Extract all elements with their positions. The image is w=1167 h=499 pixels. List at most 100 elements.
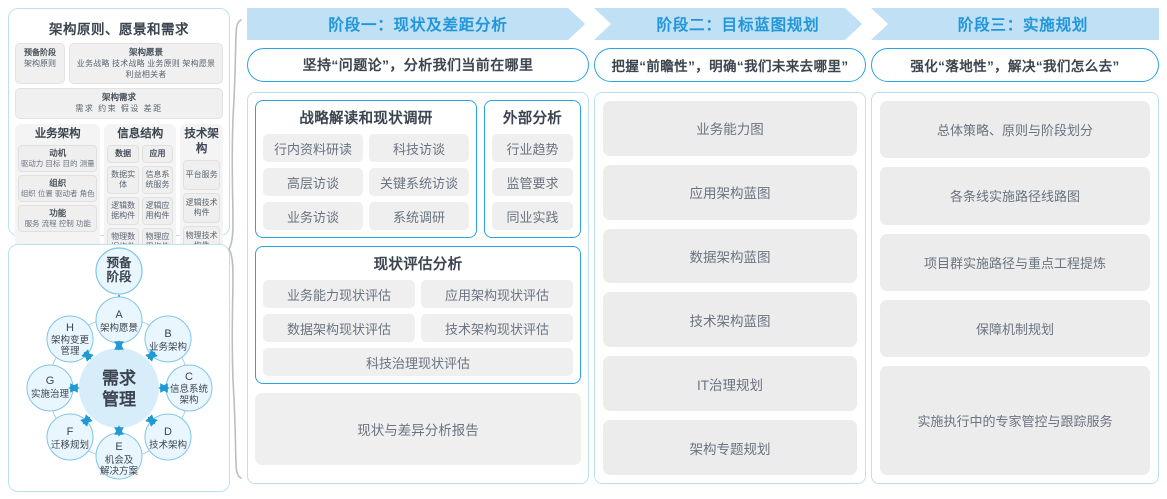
research-chip[interactable]: 系统调研 xyxy=(369,202,469,230)
implementation-chip[interactable]: 各条线实施路径线路图 xyxy=(880,167,1150,225)
strategy-research-title: 战略解读和现状调研 xyxy=(299,111,433,127)
assessment-chips: 业务能力现状评估 应用架构现状评估 数据架构现状评估 技术架构现状评估 科技治理… xyxy=(263,280,573,376)
phase-3-banner: 阶段三：实施规划 xyxy=(871,8,1159,40)
business-item-detail: 服务 流程 控制 功能 xyxy=(24,219,91,228)
framework-business-column: 业务架构 动机 驱动力 目标 目的 测量 组织 组织 位置 驱动者 角色 功能 … xyxy=(15,124,101,262)
strategy-research-chips: 行内资料研读 科技访谈 高层访谈 关键系统访谈 业务访谈 系统调研 xyxy=(263,134,469,230)
business-item: 组织 组织 位置 驱动者 角色 xyxy=(18,175,98,202)
adm-center-circle xyxy=(79,348,159,428)
framework-requirements-head: 架构需求 xyxy=(101,92,136,102)
framework-top-row: 预备阶段 架构原则 架构愿景 业务战略 技术战略 业务原则 架构愿景 利益相关者 xyxy=(15,43,223,84)
adm-node-c-label2: 架构 xyxy=(179,394,198,406)
external-chip[interactable]: 行业趋势 xyxy=(492,134,573,162)
external-analysis-card[interactable]: 外部分析 行业趋势 监管要求 同业实践 xyxy=(484,100,581,238)
framework-requirements-sub: 需求 约束 假设 差距 xyxy=(75,104,163,113)
phase-2-subtitle: 把握“前瞻性”，明确“我们未来去哪里” xyxy=(594,48,866,82)
business-item-title: 功能 xyxy=(49,208,67,218)
chevron-left-notch-icon xyxy=(871,8,889,40)
framework-technology-column: 技术架构 平台服务 逻辑技术构件 物理技术构件 xyxy=(180,124,223,262)
external-analysis-title: 外部分析 xyxy=(502,111,563,127)
blueprint-chip[interactable]: 数据架构蓝图 xyxy=(603,228,857,284)
blueprint-chip[interactable]: 应用架构蓝图 xyxy=(603,164,857,220)
phase-2-banner: 阶段二：目标蓝图规划 xyxy=(594,8,867,40)
implementation-chip[interactable]: 项目群实施路径与重点工程提炼 xyxy=(880,233,1150,291)
implementation-chip[interactable]: 总体策略、原则与阶段划分 xyxy=(880,101,1150,159)
research-chip[interactable]: 高层访谈 xyxy=(263,168,363,196)
adm-node-a-label: 架构愿景 xyxy=(100,322,138,334)
assessment-chip-wide[interactable]: 科技治理现状评估 xyxy=(263,348,573,376)
chevron-right-icon xyxy=(845,8,867,40)
brace-svg xyxy=(228,19,242,479)
chevron-left-notch-icon xyxy=(594,8,612,40)
framework-vision-sub: 业务战略 技术战略 业务原则 架构愿景 利益相关者 xyxy=(76,59,216,79)
adm-node-f-label: 迁移规划 xyxy=(51,439,89,451)
adm-cycle-card: 预备 阶段 需求 管理 A 架构愿景 B 业务架构 C xyxy=(8,244,230,492)
logical-application-component: 逻辑应用构件 xyxy=(141,197,174,225)
adm-node-b-key: B xyxy=(164,328,171,340)
external-chip[interactable]: 监管要求 xyxy=(492,168,573,196)
strategy-research-card[interactable]: 战略解读和现状调研 行内资料研读 科技访谈 高层访谈 关键系统访谈 业务访谈 系… xyxy=(255,100,477,238)
technology-column-head: 技术架构 xyxy=(184,128,219,155)
implementation-chip[interactable]: 实施执行中的专家管控与跟踪服务 xyxy=(880,366,1150,475)
adm-node-h-key: H xyxy=(66,322,74,334)
assessment-chip[interactable]: 应用架构现状评估 xyxy=(421,280,573,308)
phase-1-banner: 阶段一：现状及差距分析 xyxy=(247,8,590,40)
phase-1-column: 阶段一：现状及差距分析 坚持“问题论”，分析我们当前在哪里 战略解读和现状调研 … xyxy=(247,8,590,484)
business-item-detail: 驱动力 目标 目的 测量 xyxy=(20,159,95,168)
adm-prep-line1: 预备 xyxy=(106,255,132,270)
application-head: 应用 xyxy=(141,145,174,163)
assessment-chip[interactable]: 业务能力现状评估 xyxy=(263,280,415,308)
adm-node-h-label1: 架构变更 xyxy=(51,334,90,346)
assessment-chip[interactable]: 数据架构现状评估 xyxy=(263,314,415,342)
framework-requirements-cell: 架构需求 需求 约束 假设 差距 xyxy=(15,88,223,119)
phase-3-body: 总体策略、原则与阶段划分 各条线实施路径线路图 项目群实施路径与重点工程提炼 保… xyxy=(871,92,1159,484)
business-item: 动机 驱动力 目标 目的 测量 xyxy=(18,145,98,172)
grouping-brace xyxy=(228,18,244,485)
adm-node-e-key: E xyxy=(115,441,122,453)
blueprint-chip[interactable]: IT治理规划 xyxy=(603,356,857,412)
gap-analysis-report-chip[interactable]: 现状与差异分析报告 xyxy=(255,393,581,465)
adm-node-e-label1: 机会及 xyxy=(105,454,134,466)
adm-node-f-key: F xyxy=(67,426,74,438)
information-column-head: 信息结构 xyxy=(117,128,164,140)
phase-1-subtitle: 坚持“问题论”，分析我们当前在哪里 xyxy=(247,48,589,82)
blueprint-chip[interactable]: 业务能力图 xyxy=(603,101,857,156)
implementation-chip[interactable]: 保障机制规划 xyxy=(880,299,1150,357)
adm-arrow-b xyxy=(145,349,158,362)
research-chip[interactable]: 业务访谈 xyxy=(263,202,363,230)
blueprint-chip[interactable]: 架构专题规划 xyxy=(603,420,857,475)
phase-2-banner-text: 阶段二：目标蓝图规划 xyxy=(656,17,820,34)
business-item-detail: 组织 位置 驱动者 角色 xyxy=(20,189,95,198)
research-chip[interactable]: 行内资料研读 xyxy=(263,134,363,162)
framework-information-column: 信息结构 数据 数据实体 逻辑数据构件 物理数据构件 应用 信息系统服务 逻辑应… xyxy=(104,124,177,262)
data-head: 数据 xyxy=(107,145,139,163)
adm-node-h-label2: 管理 xyxy=(60,345,80,357)
phase-1-body: 战略解读和现状调研 行内资料研读 科技访谈 高层访谈 关键系统访谈 业务访谈 系… xyxy=(247,92,589,484)
information-split: 数据 数据实体 逻辑数据构件 物理数据构件 应用 信息系统服务 逻辑应用构件 物… xyxy=(107,145,174,259)
adm-node-d-label: 技术架构 xyxy=(149,439,187,451)
left-column: 架构原则、愿景和需求 预备阶段 架构原则 架构愿景 业务战略 技术战略 业务原则… xyxy=(8,8,230,492)
adm-node-d-key: D xyxy=(164,426,172,438)
phase-3-banner-text: 阶段三：实施规划 xyxy=(957,17,1089,34)
framework-prep-sub: 架构原则 xyxy=(24,59,56,68)
information-system-service: 信息系统服务 xyxy=(141,166,174,194)
logical-data-component: 逻辑数据构件 xyxy=(107,197,139,225)
phase-2-body: 业务能力图 应用架构蓝图 数据架构蓝图 技术架构蓝图 IT治理规划 架构专题规划 xyxy=(594,92,866,484)
research-chip[interactable]: 关键系统访谈 xyxy=(369,168,469,196)
framework-vision-cell: 架构愿景 业务战略 技术战略 业务原则 架构愿景 利益相关者 xyxy=(69,43,223,84)
framework-prep-head: 预备阶段 xyxy=(24,48,56,57)
architecture-framework-card: 架构原则、愿景和需求 预备阶段 架构原则 架构愿景 业务战略 技术战略 业务原则… xyxy=(8,8,230,316)
research-chip[interactable]: 科技访谈 xyxy=(369,134,469,162)
adm-arrow-d xyxy=(145,414,158,427)
current-state-assessment-card[interactable]: 现状评估分析 业务能力现状评估 应用架构现状评估 数据架构现状评估 技术架构现状… xyxy=(255,246,581,384)
blueprint-chip[interactable]: 技术架构蓝图 xyxy=(603,292,857,348)
business-column-head: 业务架构 xyxy=(34,128,81,140)
adm-center-line1: 需求 xyxy=(102,368,136,388)
adm-arrow-h xyxy=(81,349,94,362)
phase-1-banner-text: 阶段一：现状及差距分析 xyxy=(328,17,508,34)
external-chip[interactable]: 同业实践 xyxy=(492,202,573,230)
assessment-chip[interactable]: 技术架构现状评估 xyxy=(421,314,573,342)
assessment-title: 现状评估分析 xyxy=(373,257,463,273)
adm-node-c-label1: 信息系统 xyxy=(170,383,209,395)
